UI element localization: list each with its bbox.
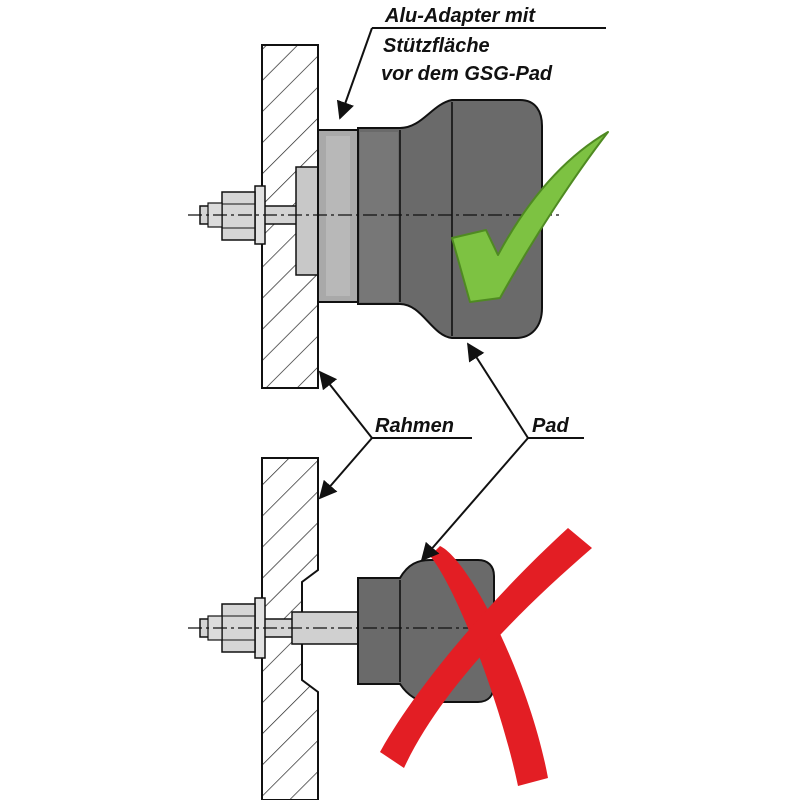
callout-pad: Pad	[420, 342, 584, 562]
adapter-label-line2: Stützfläche	[383, 35, 490, 57]
top-assembly	[188, 44, 609, 389]
adapter-label-line3: vor dem GSG-Pad	[381, 63, 553, 85]
bottom-assembly	[188, 457, 592, 800]
callout-adapter: Alu-Adapter mit Stützfläche vor dem GSG-…	[336, 5, 606, 120]
adapter-label-line1: Alu-Adapter mit	[384, 5, 536, 27]
nut-top	[221, 191, 256, 241]
check-mark-icon	[451, 131, 609, 303]
cross-mark-icon	[380, 528, 592, 786]
frame-label: Rahmen	[375, 415, 454, 437]
pad-label: Pad	[532, 415, 569, 437]
alu-adapter-spigot	[295, 166, 321, 276]
callout-frame: Rahmen	[318, 370, 472, 500]
